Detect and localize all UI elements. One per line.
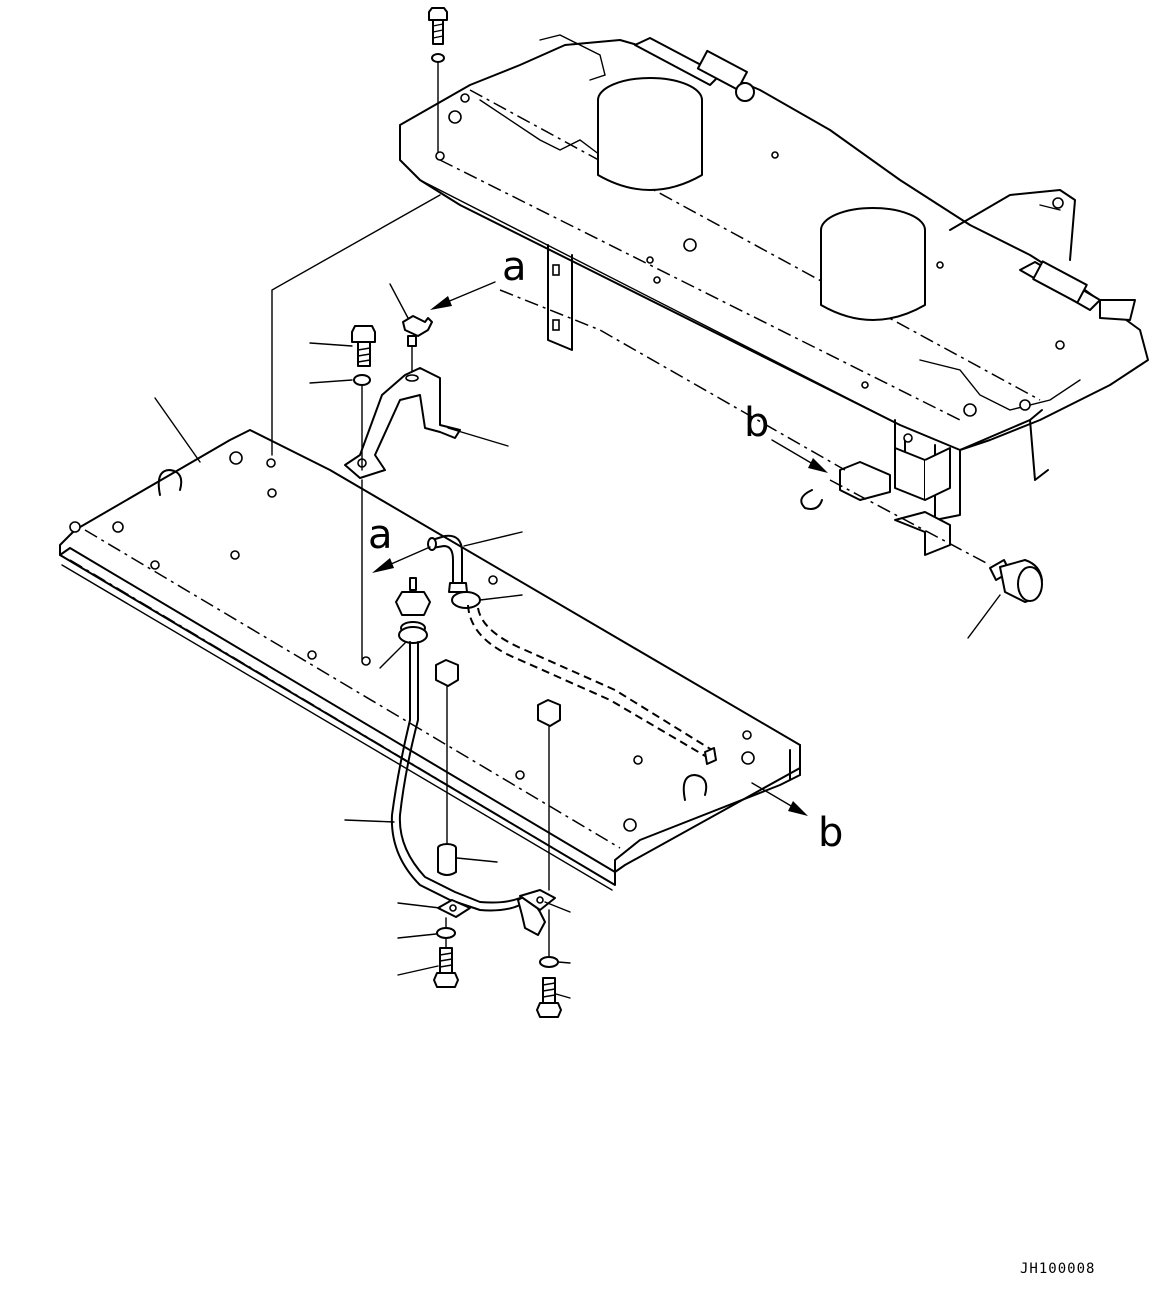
spacer-block-left bbox=[435, 659, 459, 687]
upper-hinge bbox=[634, 37, 755, 102]
lower-plate bbox=[59, 429, 801, 891]
upper-frame-assembly bbox=[399, 34, 1149, 556]
callout-label-b-upper: b bbox=[744, 400, 769, 446]
frame-block-3 bbox=[894, 511, 951, 556]
right-hinge bbox=[1019, 260, 1136, 321]
spacer-block-right bbox=[537, 699, 561, 727]
collar bbox=[437, 843, 457, 876]
callout-label-a-lower: a bbox=[368, 512, 393, 558]
bracket-washer bbox=[353, 374, 371, 386]
frame-block-1 bbox=[894, 447, 951, 501]
top-bolt bbox=[428, 7, 448, 45]
callout-arrow-a-lower bbox=[372, 546, 431, 573]
sensor-switch bbox=[395, 577, 431, 644]
frame-block-2 bbox=[839, 461, 891, 501]
lower-left-bolt bbox=[433, 947, 459, 988]
callout-arrow-b-lower bbox=[751, 782, 808, 816]
upper-cylinder bbox=[597, 77, 703, 191]
bracket-bolt bbox=[351, 325, 376, 367]
callout-label-b-lower: b bbox=[818, 810, 843, 856]
top-washer bbox=[431, 53, 445, 63]
callout-arrow-a-upper bbox=[430, 281, 496, 310]
elbow-fitting bbox=[402, 315, 433, 347]
lower-right-washer bbox=[539, 956, 559, 968]
wire-harness bbox=[390, 641, 521, 912]
drawing-code: JH100008 bbox=[1020, 1261, 1095, 1277]
lower-cylinder bbox=[820, 207, 926, 321]
callout-arrow-b-upper bbox=[771, 439, 828, 473]
hose bbox=[427, 534, 481, 609]
ring-terminal-right bbox=[519, 889, 556, 911]
callout-label-a-upper: a bbox=[502, 244, 527, 290]
lower-left-washer bbox=[436, 927, 456, 939]
leader-lines bbox=[154, 283, 1001, 999]
ring-terminal-left bbox=[437, 899, 471, 918]
lower-right-bolt bbox=[536, 977, 562, 1018]
pressure-switch bbox=[989, 559, 1043, 603]
